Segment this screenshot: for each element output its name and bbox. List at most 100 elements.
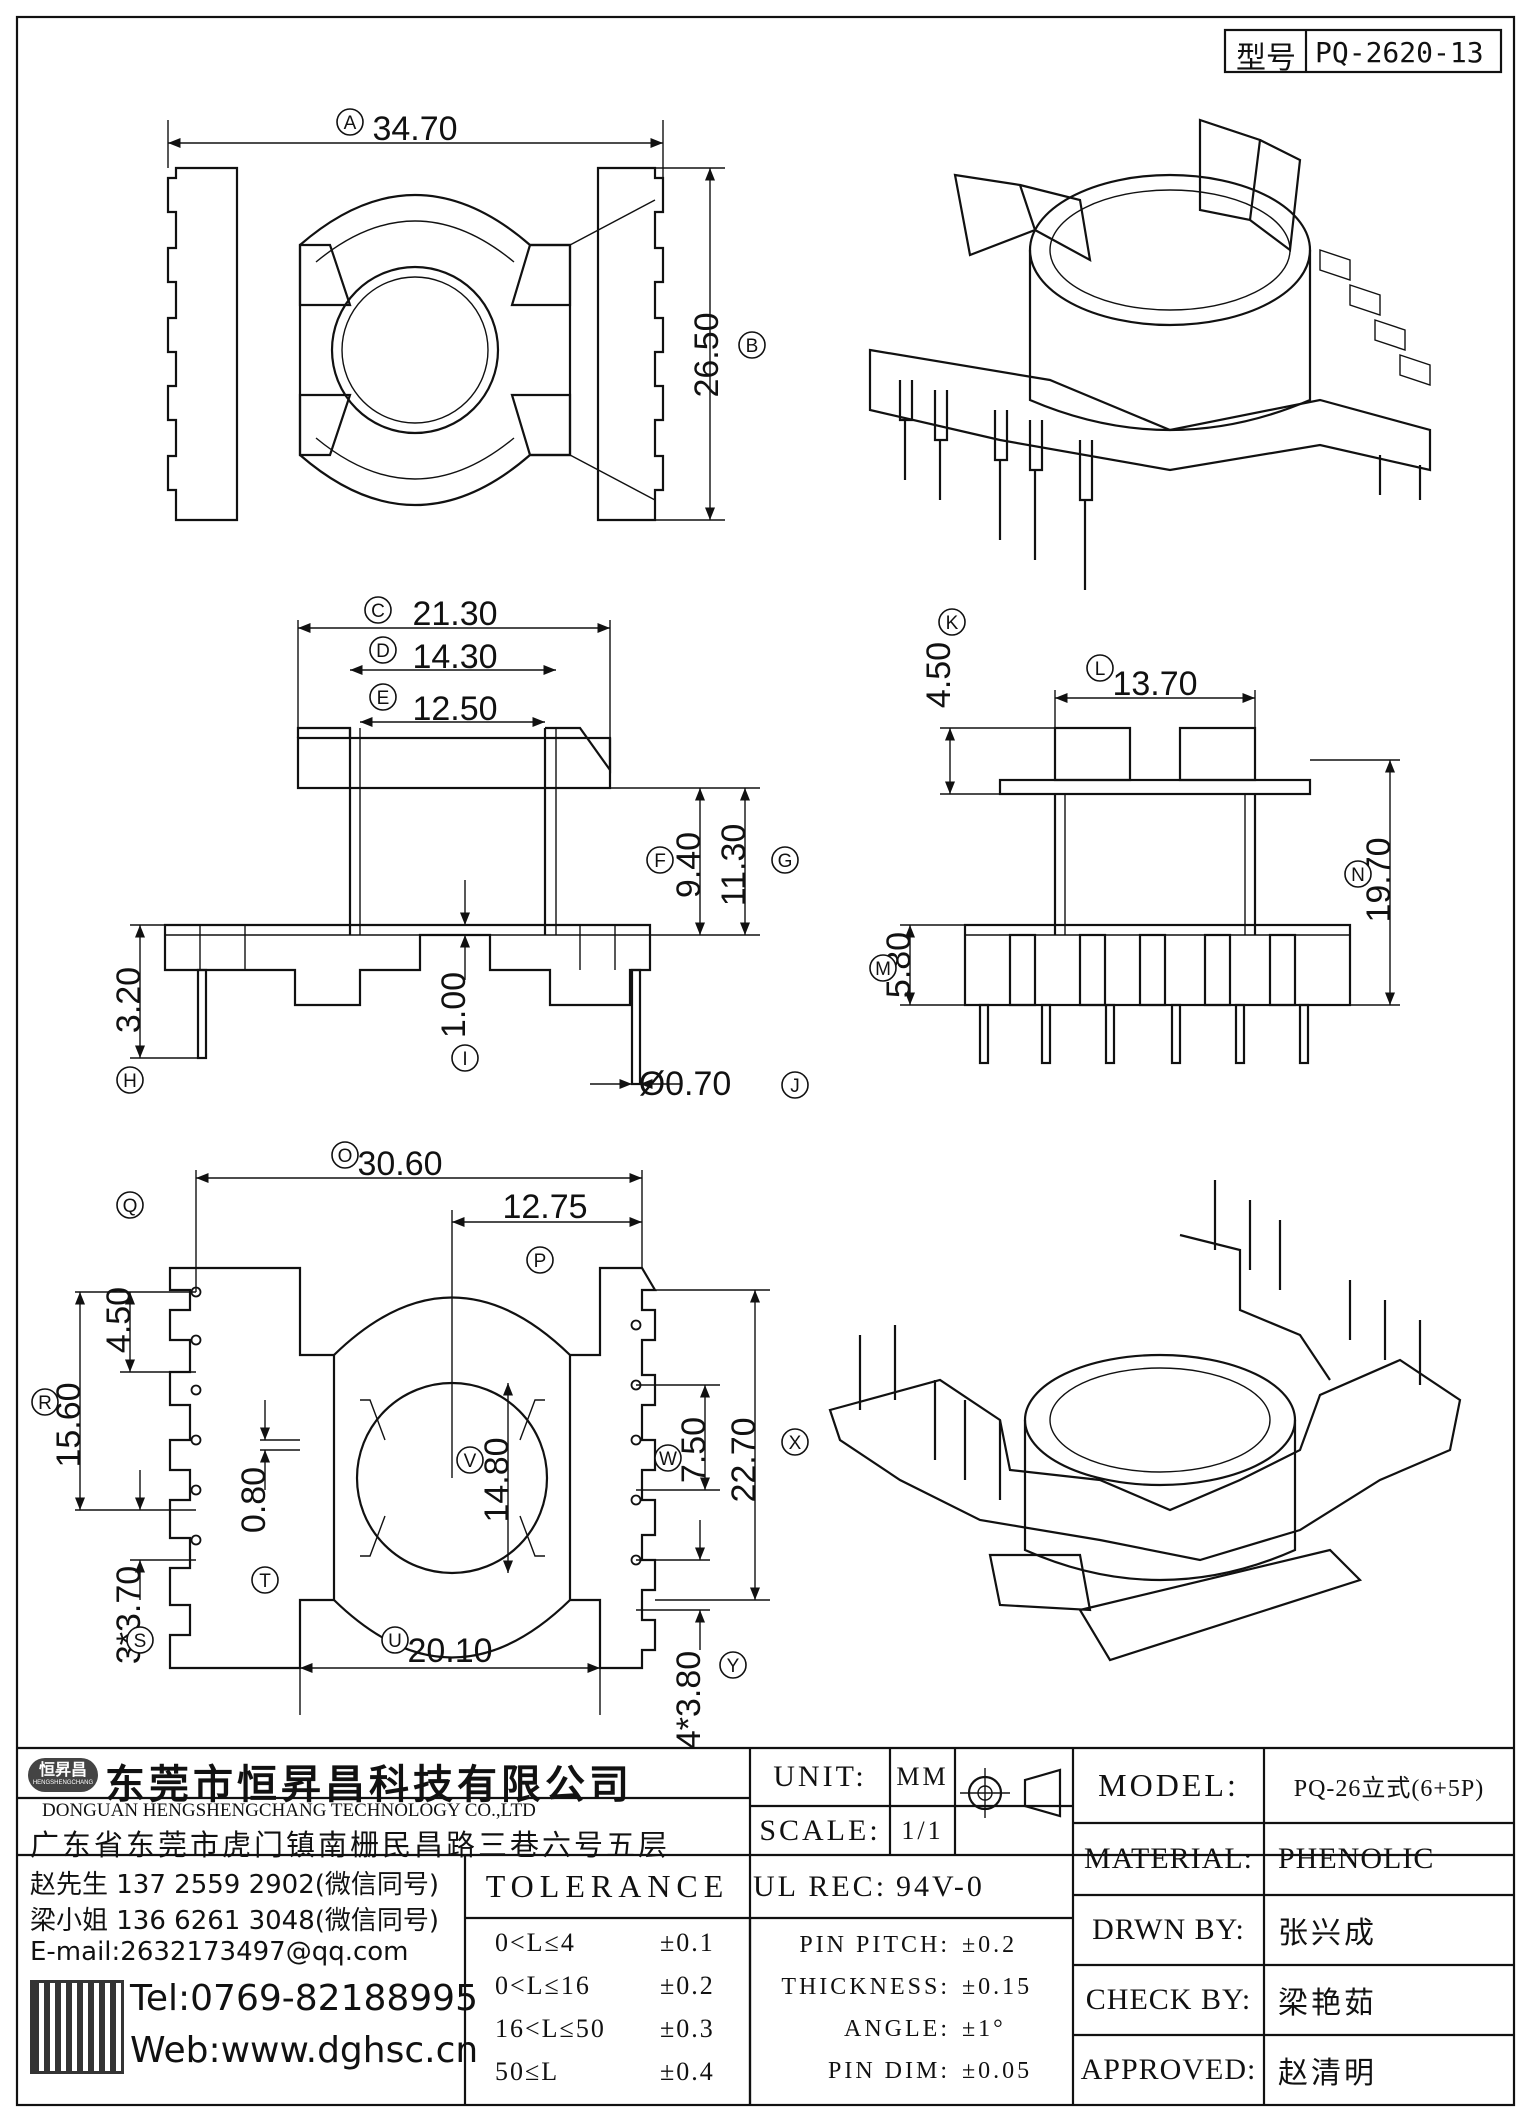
dim-value-j: Ø0.70: [639, 1065, 732, 1103]
dim-value-b: 26.50: [688, 312, 726, 397]
dim-value-y: 4*3.80: [670, 1651, 708, 1749]
dim-bubble-b: [738, 331, 766, 359]
dim-letter-f: F: [654, 851, 666, 872]
scale-label: SCALE:: [759, 1813, 881, 1847]
dim-bubble-p: [526, 1246, 554, 1274]
tolerance-range: 16<L≤50: [495, 2014, 606, 2043]
dim-value-g: 11.30: [715, 824, 753, 907]
front-view: [130, 620, 760, 1090]
approved-value: 赵清明: [1278, 2056, 1377, 2091]
dim-letter-l: L: [1095, 659, 1106, 680]
dim-letter-t: T: [259, 1571, 271, 1592]
projection-symbol: [960, 1768, 1062, 1818]
dim-letter-k: K: [946, 613, 959, 634]
dim-bubble-a: [336, 108, 364, 136]
dim-letter-n: N: [1351, 865, 1365, 886]
outer-frame: [15, 15, 1516, 2107]
dim-bubble-m: [869, 954, 897, 982]
drawn-label: DRWN BY:: [1092, 1913, 1245, 1946]
qr-code: [30, 1980, 124, 2074]
dim-letter-y: Y: [727, 1656, 740, 1677]
contact-web[interactable]: Web:www.dghsc.cn: [130, 2030, 479, 2071]
dim-bubble-n: [1344, 860, 1372, 888]
dim-bubble-h: [116, 1066, 144, 1094]
dim-letter-r: R: [38, 1393, 52, 1414]
tolerance-value: ±0.3: [660, 2014, 715, 2043]
dim-bubble-e: [369, 683, 397, 711]
dim-letter-q: Q: [123, 1196, 138, 1217]
dim-bubble-r: [31, 1388, 59, 1416]
dim-value-c: 21.30: [412, 595, 497, 633]
dim-bubble-g: [771, 846, 799, 874]
dim-value-p: 12.75: [502, 1188, 587, 1226]
dim-value-q: 4.50: [100, 1287, 138, 1353]
dim-bubble-w: [654, 1444, 682, 1472]
tolerance-range: 0<L≤4: [495, 1928, 576, 1957]
dim-value-a: 34.70: [372, 110, 457, 148]
dim-letter-x: X: [789, 1433, 802, 1454]
tolerance-value: ±0.4: [660, 2057, 715, 2086]
tolerance-value: ±0.2: [660, 1971, 715, 2000]
ulrec-label: UL REC:: [752, 1869, 888, 1903]
dim-value-d: 14.30: [412, 638, 497, 676]
dim-letter-j: J: [790, 1076, 800, 1097]
dim-letter-i: I: [462, 1049, 467, 1070]
dim-bubble-o: [331, 1141, 359, 1169]
unit-label: UNIT:: [773, 1760, 867, 1793]
dim-bubble-s: [126, 1626, 154, 1654]
contact-email[interactable]: E-mail:2632173497@qq.com: [30, 1937, 409, 1967]
unit-value: MM: [896, 1762, 949, 1791]
dim-bubble-j: [781, 1071, 809, 1099]
dim-value-f: 9.40: [670, 832, 708, 898]
dim-letter-e: E: [377, 688, 390, 709]
dim-value-v: 14.80: [478, 1437, 516, 1522]
company-address: 广东省东莞市虎门镇南栅民昌路三巷六号五层: [30, 1828, 671, 1862]
dim-letter-h: H: [123, 1071, 137, 1092]
dim-bubble-x: [781, 1428, 809, 1456]
tolerance-extra-value: ±0.15: [962, 1974, 1033, 2000]
dim-bubble-l: [1086, 654, 1114, 682]
dim-value-i: 1.00: [435, 972, 473, 1038]
contact-tel: Tel:0769-82188995: [130, 1978, 478, 2019]
dim-value-e: 12.50: [412, 690, 497, 728]
dim-value-k: 4.50: [920, 642, 958, 708]
model-value: PQ-26立式(6+5P): [1293, 1776, 1485, 1802]
top-view: [166, 120, 725, 522]
check-value: 梁艳茹: [1278, 1986, 1377, 2021]
dim-letter-g: G: [778, 851, 793, 872]
dim-letter-s: S: [134, 1631, 147, 1652]
contact-line-1: 赵先生 137 2559 2902(微信同号): [30, 1870, 440, 1900]
scale-value: 1/1: [901, 1815, 944, 1845]
tolerance-extra-value: ±0.05: [962, 2058, 1033, 2084]
dim-letter-b: B: [746, 336, 759, 357]
dim-value-h: 3.20: [110, 967, 148, 1033]
company-name-cn: 东莞市恒昇昌科技有限公司: [105, 1762, 633, 1808]
isometric-view-top: [868, 118, 1432, 590]
dim-letter-c: C: [371, 601, 385, 622]
bottom-view: [74, 1170, 770, 1715]
tolerance-extra-label: THICKNESS:: [781, 1974, 950, 2000]
tolerance-range: 0<L≤16: [495, 1971, 591, 2000]
ulrec-value: 94V-0: [896, 1869, 985, 1903]
dim-letter-w: W: [659, 1449, 677, 1470]
dim-letter-o: O: [338, 1146, 353, 1167]
dim-bubble-y: [719, 1651, 747, 1679]
dim-value-o: 30.60: [357, 1145, 442, 1183]
drawn-value: 张兴成: [1278, 1916, 1377, 1951]
tolerance-extra-value: ±1°: [962, 2016, 1006, 2042]
tolerance-extra-label: PIN DIM:: [827, 2058, 950, 2084]
dim-bubble-u: [381, 1626, 409, 1654]
header-model-value: PQ-2620-13: [1315, 36, 1484, 69]
dim-letter-a: A: [344, 113, 357, 134]
tolerance-range: 50≤L: [495, 2057, 560, 2086]
dim-bubble-i: [451, 1044, 479, 1072]
dim-value-u: 20.10: [407, 1632, 492, 1670]
logo-subtext: HENGSHENGCHANG: [32, 1780, 94, 1786]
dim-value-w: 7.50: [675, 1417, 713, 1483]
dim-bubble-v: [456, 1446, 484, 1474]
dim-bubble-c: [364, 596, 392, 624]
dim-value-t: 0.80: [235, 1467, 273, 1533]
approved-label: APPROVED:: [1080, 2053, 1257, 2086]
